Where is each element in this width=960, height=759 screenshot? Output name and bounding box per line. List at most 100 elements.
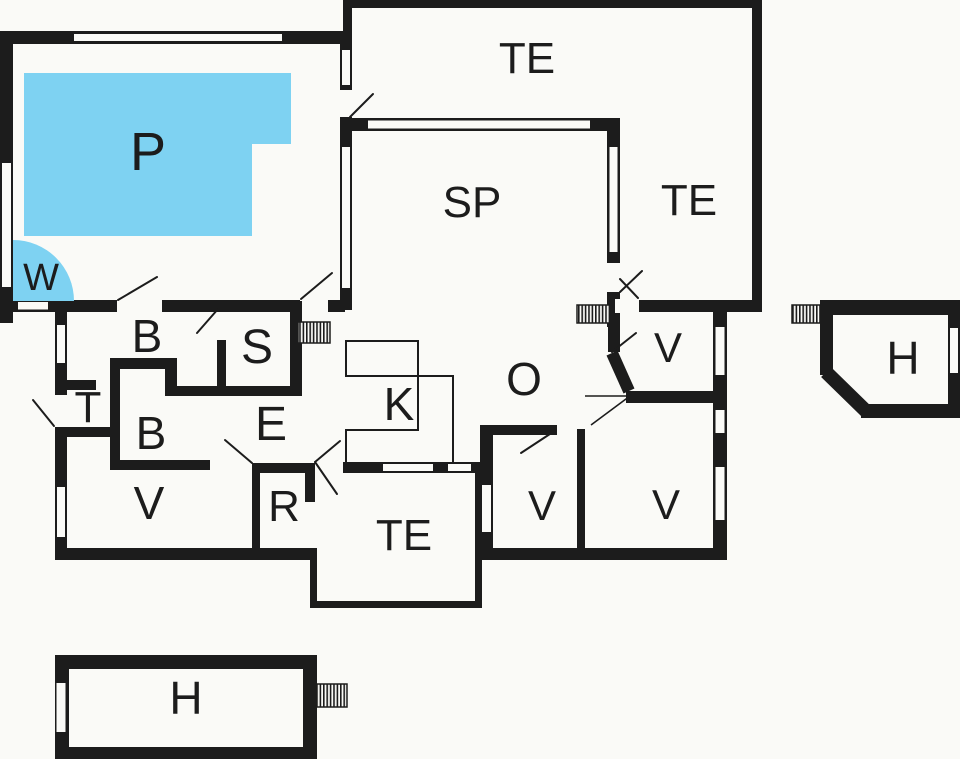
door-swing-line (314, 440, 341, 463)
room-label-pool: P (130, 122, 166, 182)
room-label-bedroom-south: V (652, 481, 680, 528)
sauna-wall-west (217, 340, 226, 396)
annex-bottom (55, 655, 317, 759)
annex-right (820, 300, 960, 419)
steps-group (297, 304, 821, 708)
room-label-living: O (506, 353, 542, 405)
room-label-sauna: S (241, 321, 273, 374)
room-label-annex-bottom: H (169, 672, 202, 724)
room-label-sp: SP (443, 178, 502, 227)
window (18, 302, 48, 310)
door-swing-line (590, 395, 631, 426)
annex-interior (69, 669, 303, 747)
door-swing-line (619, 278, 639, 299)
annex-wall-north (820, 300, 960, 315)
door-swing-line (349, 93, 374, 118)
window (448, 464, 471, 471)
terrace-wall-top (345, 0, 762, 8)
window (368, 120, 590, 129)
room-label-bedroom-northeast: V (654, 324, 682, 371)
angled-wall (606, 350, 635, 394)
annex-wall-south (861, 404, 960, 418)
terrace-top-boundary (343, 0, 762, 312)
door-swing-line (520, 429, 557, 454)
kitchen-island (345, 340, 419, 377)
room-label-bedroom-small: V (528, 482, 556, 529)
door-opening (615, 299, 639, 313)
door-opening (606, 263, 621, 292)
terrace-wall-right (475, 473, 482, 608)
room-label-terrace-right: TE (661, 176, 717, 225)
pool-wall-south (13, 300, 345, 312)
kitchen-counter-line (345, 376, 419, 462)
east-bedroom-walls (343, 278, 762, 560)
utility-wall-west (252, 463, 260, 548)
room-label-toilet: T (75, 383, 102, 432)
terrace-bottom-boundary (310, 473, 482, 608)
room-label-terrace-bottom: TE (376, 511, 432, 560)
door-swing-line (300, 272, 333, 300)
door-opening (96, 379, 110, 391)
room-label-bath-lower: B (136, 407, 167, 459)
bath-sauna-wall-south (165, 386, 297, 396)
room-label-whirlpool: W (23, 257, 59, 299)
steps-icon (791, 304, 821, 324)
steps-icon (297, 321, 331, 344)
bedroom-divider-wall (577, 429, 585, 548)
terrace-wall-left (343, 0, 352, 47)
room-label-bath-top: B (132, 310, 163, 362)
window (57, 325, 65, 363)
window (2, 163, 11, 287)
swimming-pool (24, 73, 291, 236)
whirlpool (13, 240, 74, 301)
room-label-annex-right: H (886, 332, 919, 384)
door-opening (117, 299, 162, 313)
door-swing-line (196, 308, 219, 334)
room-label-kitchen: K (384, 378, 415, 430)
bath-wall-south (110, 460, 210, 470)
toilet-wall-south (55, 427, 112, 437)
terrace-wall-left (310, 560, 317, 608)
window (56, 683, 66, 732)
window (715, 410, 725, 433)
window (383, 464, 433, 471)
door-swing-line (32, 399, 55, 427)
door-opening (54, 395, 68, 427)
room-labels: P W TE SP TE B S T B E K O V R TE V V V … (23, 34, 920, 724)
window (715, 467, 725, 520)
window (74, 34, 282, 41)
bedroom-wall-south-inner (626, 391, 713, 403)
steps-icon (315, 683, 348, 708)
annex-wall-west (820, 300, 833, 375)
sauna-wall-east (290, 301, 302, 396)
door-swing-line (611, 332, 637, 353)
kitchen-counter-line (418, 375, 454, 462)
steps-icon (576, 304, 611, 324)
door-swing-line (314, 461, 338, 495)
window (609, 147, 618, 252)
utility-wall-north (252, 463, 307, 473)
window (342, 50, 350, 85)
bedroom-wall-north-small (487, 425, 557, 435)
house-wall-south-east (485, 548, 727, 560)
utility-wall-east (305, 463, 315, 502)
door-swing-line (224, 439, 253, 464)
window (715, 327, 725, 375)
activity-room-walls (340, 118, 643, 327)
room-label-terrace-top: TE (499, 34, 555, 83)
kitchen-counter (345, 340, 454, 462)
toilet-wall-north (55, 380, 110, 390)
window (57, 487, 65, 537)
door-swing-line (619, 270, 643, 293)
bath-wall-north (110, 358, 168, 369)
room-label-bedroom-west: V (134, 477, 165, 529)
door-opening (339, 90, 353, 117)
bedroom-wall-west (608, 327, 620, 352)
door-opening (300, 299, 328, 313)
window (950, 328, 958, 373)
window (342, 147, 350, 288)
house-wall-south-west (55, 548, 317, 560)
door-swing-line (117, 276, 158, 301)
